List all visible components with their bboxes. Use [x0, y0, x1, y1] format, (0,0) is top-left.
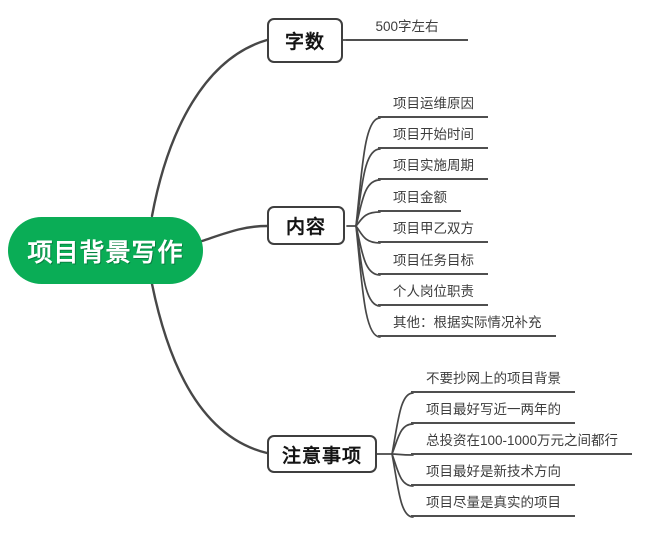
connector-root-to-wordcount [150, 38, 269, 218]
connector-notes-leaf-2 [391, 423, 414, 455]
branch-wordcount[interactable]: 字数 [267, 18, 343, 63]
connector-content-leaf-4 [355, 211, 381, 227]
connector-content-leaf-2 [355, 148, 381, 227]
connector-root-to-content [200, 224, 269, 243]
connector-notes-leaf-3 [391, 453, 414, 456]
leaf-content-7[interactable]: 个人岗位职责 [378, 280, 488, 306]
leaf-content-4[interactable]: 项目金额 [378, 186, 461, 212]
root-topic[interactable]: 项目背景写作 [8, 217, 203, 284]
leaf-notes-5[interactable]: 项目尽量是真实的项目 [411, 491, 575, 517]
leaf-content-8[interactable]: 其他：根据实际情况补充 [378, 311, 556, 337]
connector-content-leaf-3 [355, 179, 381, 227]
connector-content-leaf-5 [355, 225, 381, 244]
connector-content-leaf-8 [355, 225, 381, 338]
connector-root-to-notes [150, 282, 269, 455]
branch-notes[interactable]: 注意事项 [267, 435, 377, 473]
leaf-content-1[interactable]: 项目运维原因 [378, 92, 488, 118]
connector-notes-leaf-5 [391, 453, 414, 518]
branch-content[interactable]: 内容 [267, 206, 345, 245]
leaf-notes-4[interactable]: 项目最好是新技术方向 [411, 460, 575, 486]
leaf-notes-3[interactable]: 总投资在100-1000万元之间都行 [411, 429, 633, 455]
leaf-wordcount-1[interactable]: 500字左右 [346, 15, 468, 41]
leaf-content-6[interactable]: 项目任务目标 [378, 249, 488, 275]
leaf-notes-2[interactable]: 项目最好写近一两年的 [411, 398, 575, 424]
connector-notes-leaf-1 [391, 392, 414, 455]
leaf-content-2[interactable]: 项目开始时间 [378, 123, 488, 149]
leaf-content-3[interactable]: 项目实施周期 [378, 154, 488, 180]
leaf-notes-1[interactable]: 不要抄网上的项目背景 [411, 367, 575, 393]
leaf-content-5[interactable]: 项目甲乙双方 [378, 217, 488, 243]
